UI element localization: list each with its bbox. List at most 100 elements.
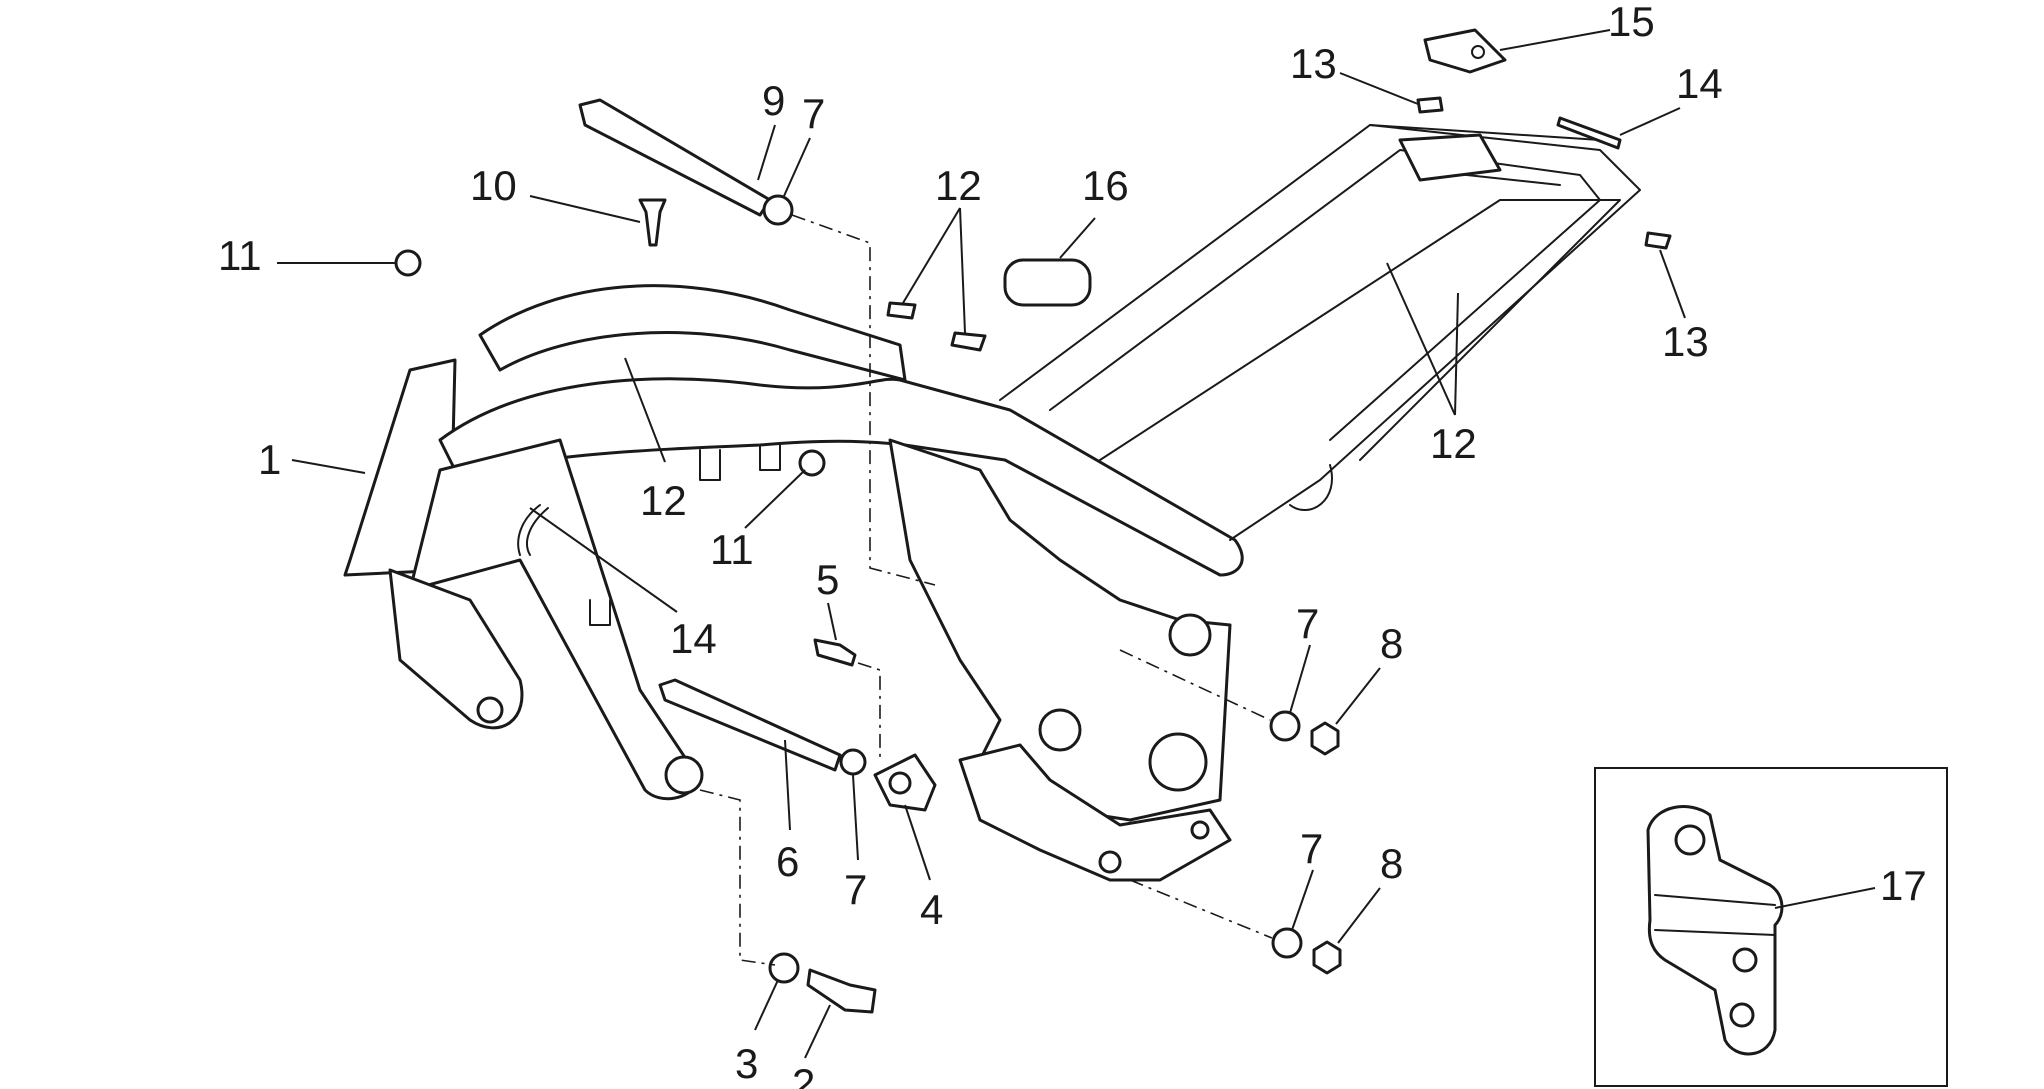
leader-7b <box>852 774 859 861</box>
leader-12b1 <box>902 207 961 304</box>
callout-4: 4 <box>920 886 943 933</box>
callout-6: 6 <box>776 838 799 885</box>
callout-11-upper: 11 <box>218 232 262 279</box>
alignment-line <box>857 662 881 760</box>
frame-swingarm-pivot <box>888 438 1232 822</box>
mount-hole <box>664 755 704 795</box>
washer-mid <box>839 748 867 776</box>
frame-tab <box>699 449 721 481</box>
pivot-hole <box>1148 732 1208 792</box>
leader-12b2 <box>959 207 966 334</box>
leader-12a <box>624 357 666 463</box>
rubber-pad <box>1003 258 1092 307</box>
callout-8-lower: 8 <box>1380 840 1403 887</box>
rubber-plate <box>1423 28 1507 74</box>
leader-8a <box>1335 667 1381 725</box>
callout-12-center: 12 <box>935 162 982 209</box>
leader-6 <box>784 739 791 831</box>
leader-12c2 <box>1454 292 1459 416</box>
callout-12-left: 12 <box>640 477 687 524</box>
footrest-bracket <box>958 743 1232 882</box>
callout-9: 9 <box>762 77 785 124</box>
washer-right-upper <box>1269 710 1301 742</box>
callout-3: 3 <box>735 1040 758 1087</box>
leader-4 <box>904 804 931 881</box>
frame-rear-tube <box>478 284 907 382</box>
frame-assembly <box>343 124 1641 882</box>
alignment-line <box>699 789 776 966</box>
bracket-17 <box>1646 805 1784 1056</box>
nut-lower <box>1312 940 1342 975</box>
leader-9 <box>757 124 776 181</box>
leader-12c1 <box>1386 262 1456 416</box>
subframe-seat-plate <box>1398 133 1502 182</box>
frame-tab <box>589 599 611 626</box>
callout-5: 5 <box>816 556 839 603</box>
bracket-4-hole <box>888 771 912 795</box>
leader-16 <box>1059 217 1096 259</box>
bracket-17-hole <box>1729 1002 1755 1028</box>
callout-13-upper: 13 <box>1290 40 1337 87</box>
plate-hole <box>1471 45 1485 59</box>
leader-7a <box>783 137 811 197</box>
bracket-17-edge <box>1654 894 1776 936</box>
callout-16: 16 <box>1082 162 1129 209</box>
callout-labels: 1 2 3 4 5 6 7 7 7 7 8 8 9 10 11 11 12 12… <box>218 0 1927 1089</box>
alignment-line <box>1119 649 1271 721</box>
leader-3 <box>754 979 779 1031</box>
frame-tab <box>759 444 781 471</box>
clip-rear-lower <box>1644 231 1672 250</box>
leader-5 <box>827 602 837 641</box>
callout-7-right-lower: 7 <box>1300 825 1323 872</box>
leader-7c <box>1289 644 1311 714</box>
subframe-rail-left <box>999 124 1641 541</box>
screw-small <box>638 198 667 247</box>
bracket-hole <box>1190 820 1210 840</box>
bolt-short-5 <box>813 638 857 667</box>
washer-3 <box>768 952 800 984</box>
cable-guide <box>517 504 549 556</box>
leader-14b <box>529 507 678 613</box>
loose-parts <box>394 28 1672 1014</box>
pivot-hole <box>1168 613 1212 657</box>
mount-hole <box>476 696 504 724</box>
clip-upper-right <box>950 331 987 352</box>
leader-14a <box>1619 107 1681 136</box>
clip-rear-upper <box>1416 96 1444 114</box>
leader-10 <box>529 195 641 223</box>
leader-13a <box>1339 72 1419 105</box>
leader-lines <box>277 29 1876 1059</box>
bolt-2 <box>806 968 877 1014</box>
inset-frame <box>1594 767 1948 1087</box>
leader-8b <box>1337 887 1381 944</box>
callout-10: 10 <box>470 162 517 209</box>
alignment-line <box>791 214 936 586</box>
clip-upper-left <box>886 301 917 320</box>
leader-7d <box>1291 869 1314 931</box>
plug-lower <box>798 449 826 477</box>
pivot-hole <box>1038 708 1082 752</box>
leader-11b <box>744 469 806 529</box>
plug-upper <box>394 249 422 277</box>
washer-right-lower <box>1271 927 1303 959</box>
subframe-rail-lower <box>1099 199 1621 461</box>
bracket-17-hole <box>1732 947 1758 973</box>
leader-2 <box>804 1004 831 1059</box>
alignment-line <box>1129 879 1273 939</box>
frame-tab <box>1289 464 1333 511</box>
frame-upper-tube <box>438 377 1244 577</box>
frame-engine-mount-left <box>388 568 524 730</box>
callout-14-lower: 14 <box>670 615 717 662</box>
callout-7-upper: 7 <box>802 90 825 137</box>
washer-upper <box>762 194 794 226</box>
bracket-17-hole <box>1674 824 1706 856</box>
rubber-strip-upper <box>1556 116 1622 150</box>
callout-1: 1 <box>258 436 281 483</box>
alignment-lines <box>699 214 1273 966</box>
leader-13b <box>1659 249 1686 319</box>
callout-11-lower: 11 <box>710 526 754 573</box>
callout-15: 15 <box>1608 0 1655 45</box>
callout-13-lower: 13 <box>1662 318 1709 365</box>
leader-15 <box>1499 29 1611 51</box>
